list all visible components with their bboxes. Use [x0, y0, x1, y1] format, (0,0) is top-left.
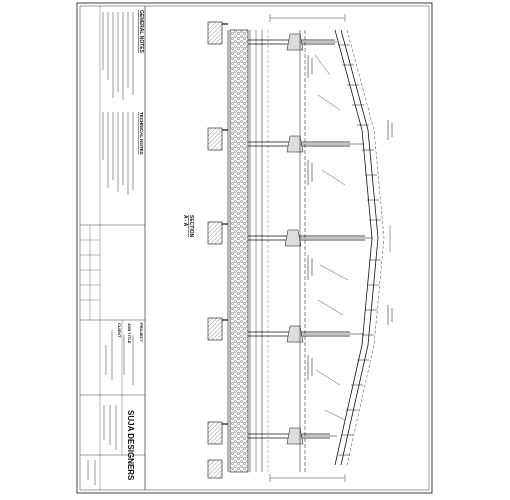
general-notes-lines	[102, 12, 134, 100]
inner-border	[79, 5, 430, 491]
job-title-label: JOB TITLE	[127, 323, 132, 344]
footings	[207, 21, 223, 479]
beam-haunches	[284, 33, 304, 445]
client-label: CLIENT	[117, 323, 122, 338]
firm-name: SUJA DESIGNERS	[126, 410, 135, 481]
title-block: GENERAL NOTES TECHNICAL NOTES PROJECT	[80, 6, 146, 490]
general-notes-title: GENERAL NOTES	[138, 10, 144, 54]
sheet-border	[76, 2, 433, 494]
technical-notes-lines	[102, 112, 134, 195]
project-label: PROJECT	[139, 323, 144, 342]
rubble-band	[229, 29, 249, 473]
technical-notes-title: TECHNICAL NOTES	[139, 112, 144, 155]
section-label: SECTION	[188, 215, 194, 238]
section-drawing: SECTION A - A	[182, 14, 393, 482]
section-mark: A - A	[182, 215, 188, 227]
